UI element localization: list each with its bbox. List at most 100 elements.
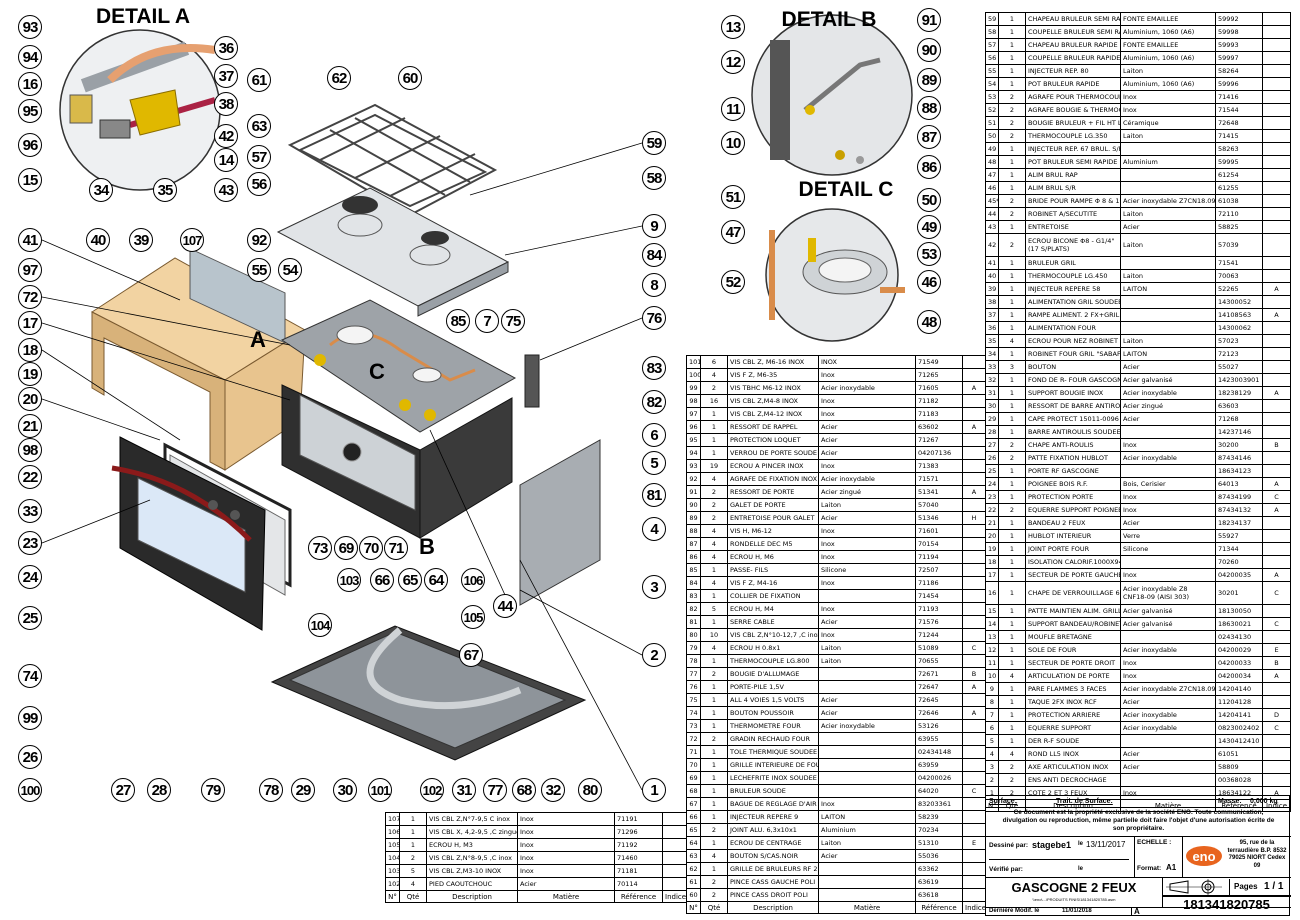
- cell-reference: 71460: [614, 851, 663, 865]
- cell-description: EQUERRE SUPPORT: [1025, 721, 1121, 735]
- cell-reference: 61255: [1215, 181, 1263, 195]
- cell-index: [962, 368, 986, 382]
- cell-reference: 70260: [1215, 555, 1263, 569]
- cell-index: [962, 589, 986, 603]
- callout-62: 62: [327, 66, 351, 90]
- cell-item-number: 69: [686, 771, 701, 785]
- cell-reference: 14204140: [1215, 682, 1263, 696]
- drawn-date: 13/11/2017: [1086, 840, 1126, 849]
- cell-quantity: 19: [700, 459, 728, 473]
- cell-material: Laiton: [1120, 334, 1216, 348]
- cell-reference: 18234137: [1215, 516, 1263, 530]
- cell-item-number: 3: [985, 760, 999, 774]
- cell-item-number: 6: [985, 721, 999, 735]
- cell-item-number: 86: [686, 550, 701, 564]
- callout-98: 98: [18, 438, 42, 462]
- cell-reference: 71182: [915, 394, 963, 408]
- cell-reference: 70154: [915, 537, 963, 551]
- header-index: Indice: [962, 901, 986, 914]
- cell-index: [1262, 321, 1291, 335]
- cell-index: [962, 771, 986, 785]
- cell-index: [1262, 334, 1291, 348]
- callout-24: 24: [18, 565, 42, 589]
- cell-quantity: 1: [998, 308, 1026, 322]
- cell-index: [1262, 760, 1291, 774]
- header-index: Indice: [662, 890, 687, 903]
- cell-item-number: 84: [686, 576, 701, 590]
- cell-index: [1262, 516, 1291, 530]
- callout-100: 100: [18, 778, 42, 802]
- cell-index: A: [962, 680, 986, 694]
- callout-59: 59: [642, 131, 666, 155]
- cell-item-number: 18: [985, 555, 999, 569]
- cell-material: [818, 589, 916, 603]
- cell-material: Inox: [818, 368, 916, 382]
- cell-material: Inox: [1120, 438, 1216, 452]
- cell-item-number: 54: [985, 77, 999, 91]
- cell-item-number: 67: [686, 797, 701, 811]
- cell-material: [1120, 425, 1216, 439]
- cell-reference: 63362: [915, 862, 963, 876]
- cell-description: SOLE DE FOUR: [1025, 643, 1121, 657]
- cell-description: COLLIER DE FIXATION: [727, 589, 819, 603]
- cell-description: VIS F Z, M6-35: [727, 368, 819, 382]
- cell-quantity: 1: [998, 25, 1026, 39]
- callout-26: 26: [18, 745, 42, 769]
- cell-reference: 58264: [1215, 64, 1263, 78]
- cell-material: Inox: [517, 838, 615, 852]
- cell-item-number: 79: [686, 641, 701, 655]
- cell-description: VERROU DE PORTE SOUDE: [727, 446, 819, 460]
- cell-quantity: 4: [700, 550, 728, 564]
- cell-material: Acier: [818, 433, 916, 447]
- cell-quantity: 1: [700, 693, 728, 707]
- cell-item-number: 15: [985, 604, 999, 618]
- cell-quantity: 2: [700, 732, 728, 746]
- cell-index: [1262, 103, 1291, 117]
- cell-description: ROBINET FOUR GRIL "SABAF": [1025, 347, 1121, 361]
- cell-reference: 71571: [915, 472, 963, 486]
- cell-index: [1262, 695, 1291, 709]
- cell-description: INJECTEUR REPERE 9: [727, 810, 819, 824]
- cell-description: BAGUE DE REGLAGE D'AIR: [727, 797, 819, 811]
- callout-106: 106: [461, 568, 485, 592]
- callout-58: 58: [642, 166, 666, 190]
- cell-item-number: 73: [686, 719, 701, 733]
- detail-c-title: DETAIL C: [798, 178, 894, 201]
- cell-quantity: 1: [998, 295, 1026, 309]
- cell-index: C: [1262, 490, 1291, 504]
- cell-quantity: 1: [998, 256, 1026, 270]
- cell-index: [1262, 604, 1291, 618]
- cell-item-number: 71: [686, 745, 701, 759]
- cell-quantity: 4: [700, 524, 728, 538]
- cell-material: [818, 680, 916, 694]
- cell-reference: 00368028: [1215, 773, 1263, 787]
- cell-quantity: 1: [700, 719, 728, 733]
- cell-description: AGRAFE POUR THERMOCOUPLE: [1025, 90, 1121, 104]
- cell-material: LAITON: [1120, 347, 1216, 361]
- detail-b-title: DETAIL B: [781, 8, 877, 31]
- cell-index: E: [962, 836, 986, 850]
- cell-index: [1262, 399, 1291, 413]
- header-reference: Référence: [915, 901, 963, 914]
- cell-material: Acier zingué: [818, 485, 916, 499]
- cell-reference: 63955: [915, 732, 963, 746]
- eno-logo: eno: [1186, 846, 1222, 866]
- callout-95: 95: [18, 99, 42, 123]
- cell-quantity: 5: [399, 864, 427, 878]
- cell-reference: 57040: [915, 498, 963, 512]
- cell-material: [818, 771, 916, 785]
